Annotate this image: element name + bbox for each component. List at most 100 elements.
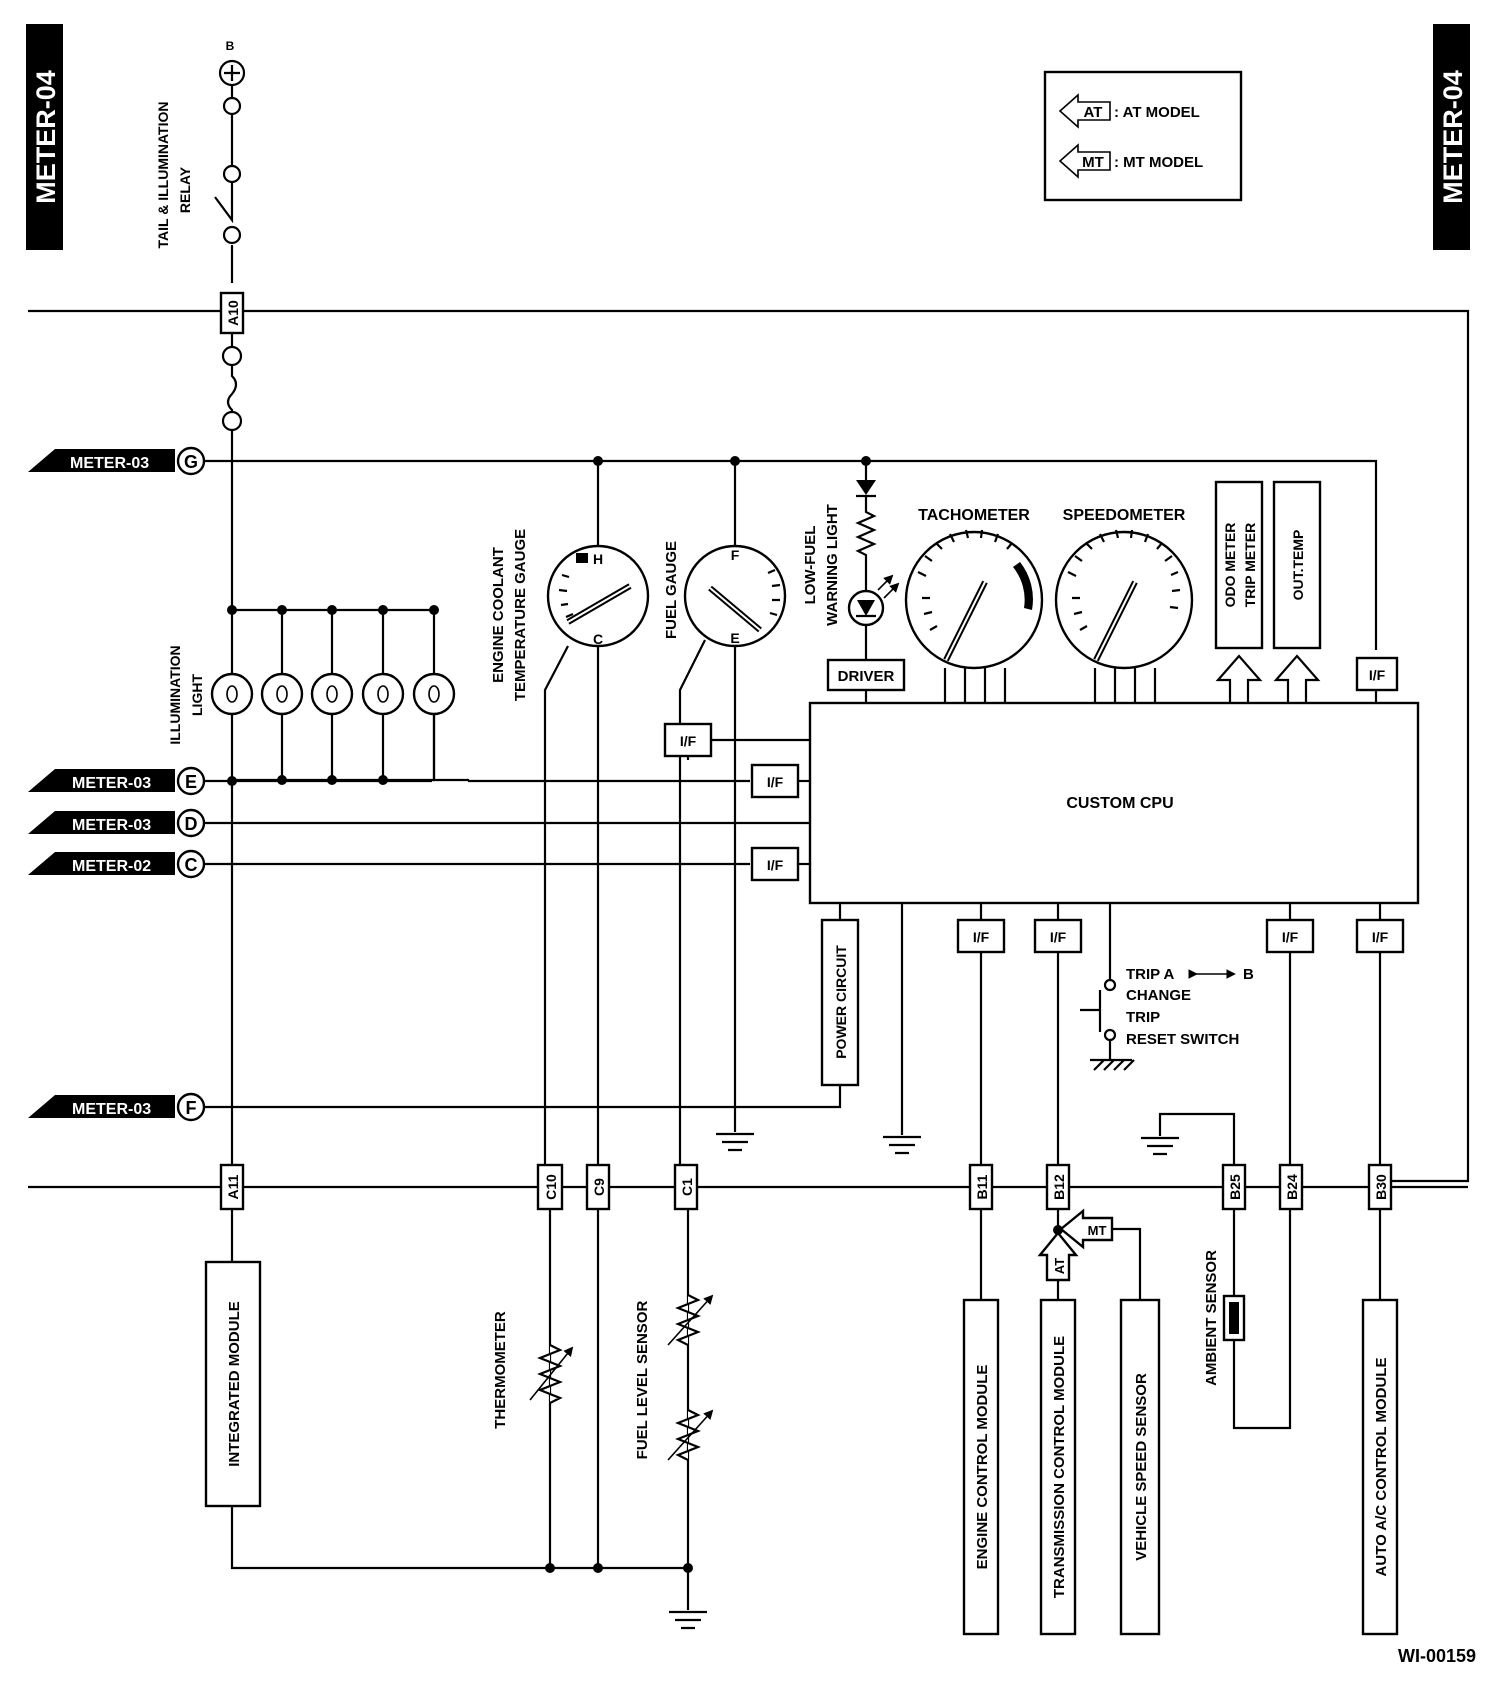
ground-cpu bbox=[883, 1135, 921, 1155]
fuel-level-sensor: FUEL LEVEL SENSOR bbox=[634, 1294, 714, 1461]
connector-b24: B24 bbox=[1278, 1163, 1304, 1211]
svg-text:B11: B11 bbox=[974, 1174, 990, 1199]
svg-text:METER-02: METER-02 bbox=[72, 858, 151, 875]
battery-terminal: B bbox=[218, 39, 246, 87]
svg-text:INTEGRATED MODULE: INTEGRATED MODULE bbox=[226, 1301, 243, 1467]
connector-b12: B12 bbox=[1045, 1163, 1071, 1211]
ref-meter-02-c: METER-02 C bbox=[28, 849, 206, 879]
svg-text:G: G bbox=[184, 452, 198, 472]
svg-text:SPEEDOMETER: SPEEDOMETER bbox=[1063, 507, 1186, 524]
at-selector-tag: AT bbox=[1037, 1231, 1079, 1282]
svg-text:F: F bbox=[186, 1098, 197, 1118]
legend: AT : AT MODEL MT : MT MODEL bbox=[1043, 70, 1243, 202]
connector-b25: B25 bbox=[1221, 1163, 1247, 1211]
if-box-g: I/F bbox=[1355, 656, 1399, 692]
svg-text:FUEL GAUGE: FUEL GAUGE bbox=[663, 541, 680, 639]
svg-text:I/F: I/F bbox=[1050, 929, 1067, 945]
svg-text:C1: C1 bbox=[679, 1178, 695, 1196]
connector-a10: A10 bbox=[219, 291, 245, 335]
svg-text:TRIP METER: TRIP METER bbox=[1242, 523, 1258, 608]
svg-text:METER-03: METER-03 bbox=[72, 817, 151, 834]
ref-meter-03-f: METER-03 F bbox=[28, 1092, 206, 1122]
connector-c1: C1 bbox=[673, 1163, 699, 1211]
svg-text:E: E bbox=[185, 772, 197, 792]
svg-text:A10: A10 bbox=[225, 300, 241, 326]
svg-text:TAIL & ILLUMINATION: TAIL & ILLUMINATION bbox=[155, 102, 171, 249]
transmission-control-module: TRANSMISSION CONTROL MODULE bbox=[1039, 1298, 1077, 1636]
svg-text:C: C bbox=[593, 631, 603, 647]
svg-text:TRIP: TRIP bbox=[1126, 1009, 1160, 1026]
page-tag-left: METER-04 bbox=[26, 24, 63, 250]
connector-c9: C9 bbox=[585, 1163, 611, 1211]
if-box-e: I/F bbox=[750, 763, 800, 799]
figure-id: WI-00159 bbox=[1398, 1646, 1476, 1666]
auto-ac-control-module: AUTO A/C CONTROL MODULE bbox=[1361, 1298, 1399, 1636]
svg-text:AT: AT bbox=[1084, 104, 1103, 121]
lamp-1 bbox=[210, 672, 254, 716]
svg-text:FUEL LEVEL SENSOR: FUEL LEVEL SENSOR bbox=[634, 1301, 651, 1460]
ground-fuel-gauge bbox=[716, 1132, 754, 1152]
ambient-sensor: AMBIENT SENSOR bbox=[1203, 1250, 1246, 1386]
custom-cpu: CUSTOM CPU bbox=[808, 701, 1420, 905]
svg-text:B25: B25 bbox=[1227, 1174, 1243, 1200]
illumination-lights: ILLUMINATION LIGHT bbox=[167, 605, 456, 785]
svg-text:A11: A11 bbox=[225, 1174, 241, 1199]
thermometer: THERMOMETER bbox=[492, 1311, 574, 1429]
svg-text:LOW-FUEL: LOW-FUEL bbox=[802, 526, 819, 605]
trip-reset-switch[interactable]: TRIP A B CHANGE TRIP RESET SWITCH bbox=[1080, 903, 1254, 1071]
svg-text:VEHICLE SPEED SENSOR: VEHICLE SPEED SENSOR bbox=[1133, 1373, 1150, 1561]
lamp-5 bbox=[412, 672, 456, 716]
ref-meter-03-d: METER-03 D bbox=[28, 808, 206, 838]
svg-text:: MT MODEL: : MT MODEL bbox=[1114, 154, 1203, 171]
svg-text:I/F: I/F bbox=[680, 733, 697, 749]
fuel-gauge: F E FUEL GAUGE bbox=[663, 461, 787, 648]
tail-illumination-relay-label: TAIL & ILLUMINATION RELAY bbox=[155, 102, 193, 249]
svg-text:CUSTOM CPU: CUSTOM CPU bbox=[1066, 795, 1173, 812]
if-box-ecm: I/F bbox=[956, 918, 1006, 954]
lamp-2 bbox=[260, 672, 304, 716]
svg-text:I/F: I/F bbox=[767, 774, 784, 790]
svg-text:OUT.TEMP: OUT.TEMP bbox=[1290, 530, 1306, 601]
svg-text:F: F bbox=[731, 547, 740, 563]
svg-text:I/F: I/F bbox=[1369, 667, 1386, 683]
svg-text:TEMPERATURE GAUGE: TEMPERATURE GAUGE bbox=[512, 529, 529, 701]
svg-text:POWER CIRCUIT: POWER CIRCUIT bbox=[833, 945, 849, 1059]
svg-text:LIGHT: LIGHT bbox=[189, 674, 205, 716]
svg-text:METER-04: METER-04 bbox=[1438, 70, 1468, 204]
svg-text:ODO METER: ODO METER bbox=[1222, 523, 1238, 608]
if-box-tcm: I/F bbox=[1033, 918, 1083, 954]
connector-b30: B30 bbox=[1367, 1163, 1393, 1211]
ground-bottom bbox=[669, 1610, 707, 1630]
ref-meter-03-g: METER-03 G bbox=[28, 446, 206, 476]
odo-trip-display: ODO METER TRIP METER bbox=[1214, 480, 1264, 703]
svg-text:E: E bbox=[730, 630, 739, 646]
svg-text:C9: C9 bbox=[591, 1178, 607, 1196]
tachometer: TACHOMETER bbox=[904, 507, 1044, 703]
svg-text:METER-03: METER-03 bbox=[72, 1101, 151, 1118]
svg-text:METER-04: METER-04 bbox=[31, 70, 61, 204]
svg-text:ENGINE CONTROL MODULE: ENGINE CONTROL MODULE bbox=[974, 1365, 991, 1570]
svg-text:CHANGE: CHANGE bbox=[1126, 987, 1191, 1004]
svg-text:I/F: I/F bbox=[1282, 929, 1299, 945]
out-temp-display: OUT.TEMP bbox=[1272, 480, 1322, 703]
page-tag-right: METER-04 bbox=[1433, 24, 1470, 250]
driver-box: DRIVER bbox=[826, 658, 906, 692]
lamp-3 bbox=[310, 672, 354, 716]
connector-b11: B11 bbox=[968, 1163, 994, 1211]
mt-model-legend: MT : MT MODEL bbox=[1058, 143, 1203, 179]
svg-text:TRANSMISSION CONTROL MODULE: TRANSMISSION CONTROL MODULE bbox=[1051, 1336, 1068, 1598]
svg-text:H: H bbox=[593, 551, 603, 567]
svg-text:: AT MODEL: : AT MODEL bbox=[1114, 104, 1200, 121]
svg-text:ILLUMINATION: ILLUMINATION bbox=[167, 645, 183, 744]
svg-text:C: C bbox=[185, 855, 198, 875]
engine-control-module: ENGINE CONTROL MODULE bbox=[962, 1298, 1000, 1636]
svg-text:DRIVER: DRIVER bbox=[838, 668, 895, 685]
svg-text:I/F: I/F bbox=[1372, 929, 1389, 945]
lamp-4 bbox=[361, 672, 405, 716]
svg-text:B24: B24 bbox=[1284, 1174, 1300, 1200]
svg-text:D: D bbox=[185, 814, 198, 834]
svg-text:B12: B12 bbox=[1051, 1174, 1067, 1200]
svg-text:ENGINE COOLANT: ENGINE COOLANT bbox=[490, 547, 507, 683]
svg-text:METER-03: METER-03 bbox=[70, 455, 149, 472]
